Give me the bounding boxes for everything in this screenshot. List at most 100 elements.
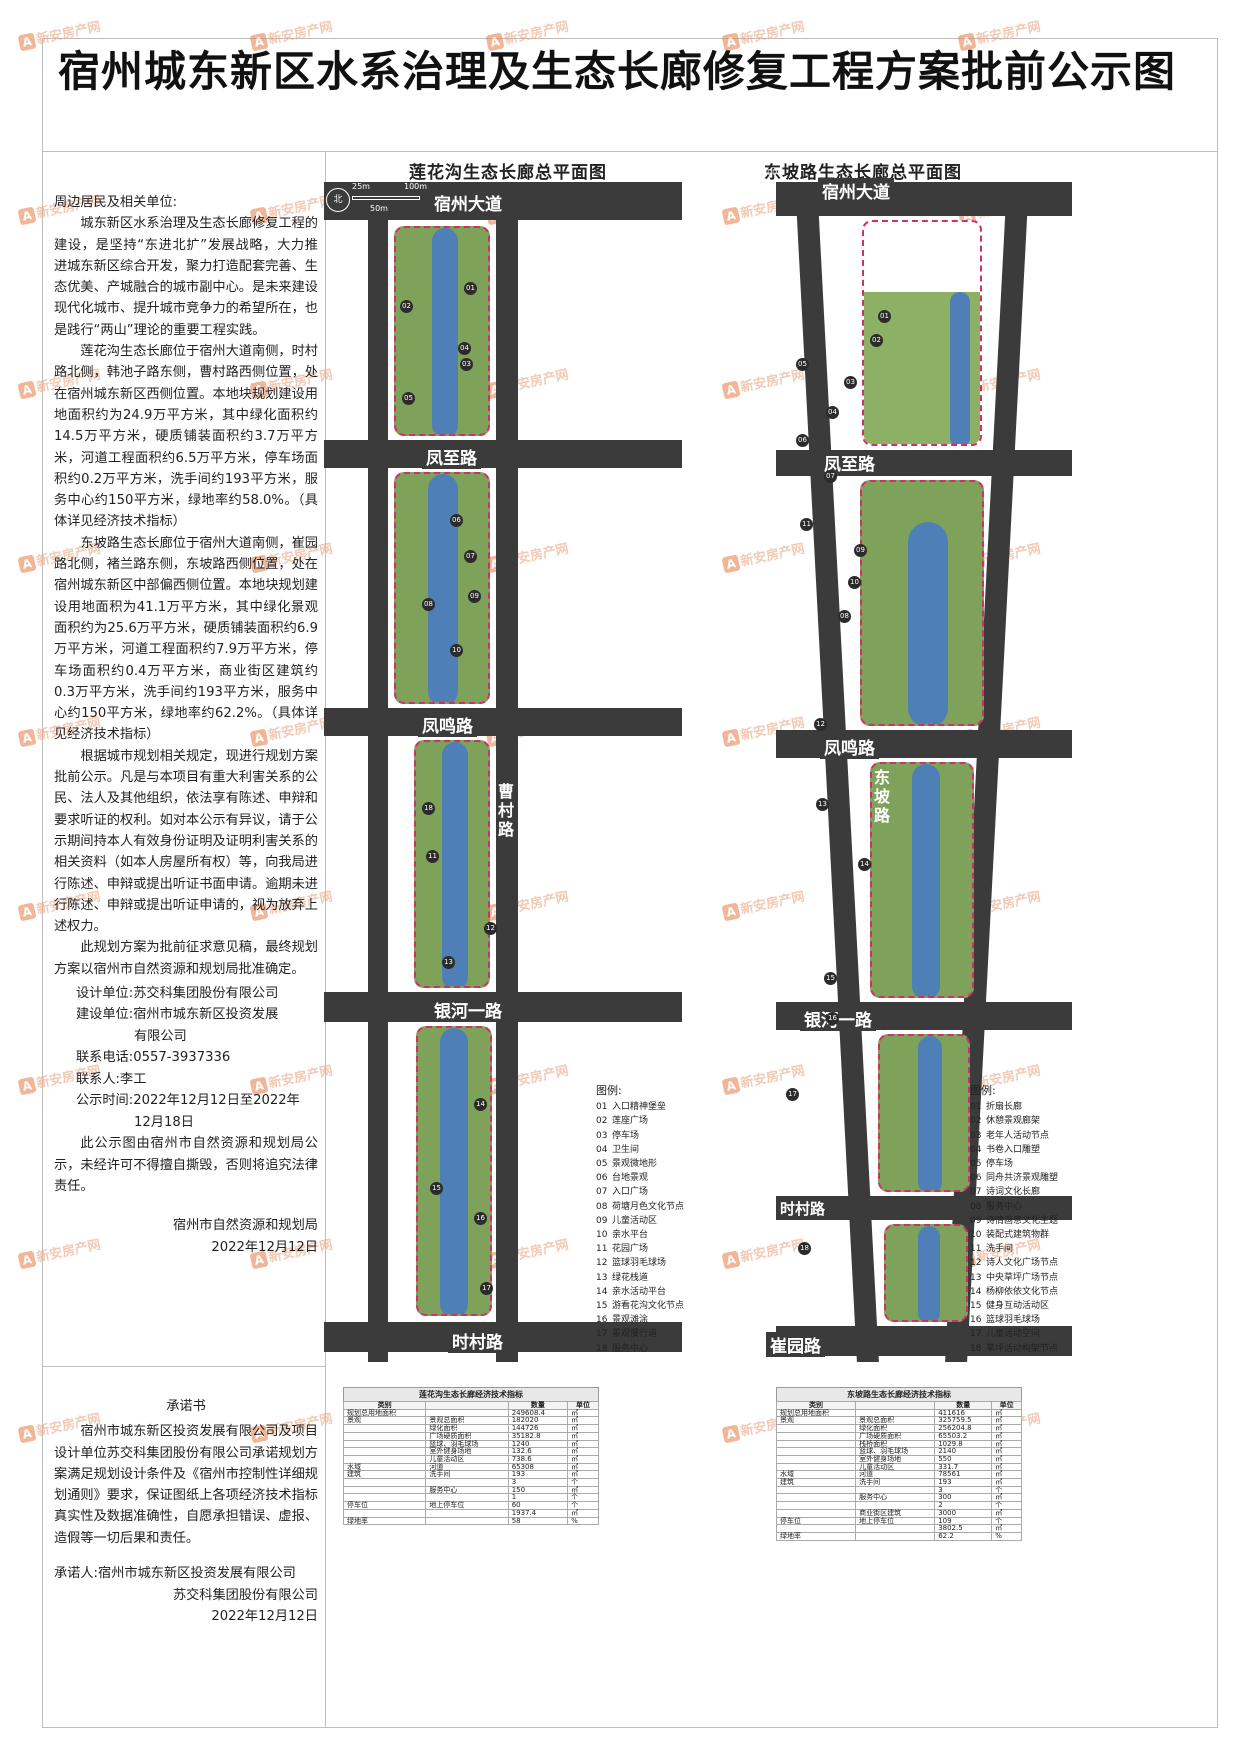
- plan1-road-label-bottom: 时村路: [448, 1328, 507, 1353]
- plan2-marker: 14: [858, 858, 871, 871]
- table-cell: [775, 1454, 857, 1464]
- scale-label: 100m: [404, 182, 428, 191]
- plan2-marker: 07: [824, 470, 837, 483]
- promise-signer-2: 苏交科集团股份有限公司: [172, 1587, 318, 1603]
- plan1-marker: 02: [400, 300, 413, 313]
- plan1-map: 宿州大道 凤至路 凤鸣路 银河一路 时村路 韩池子路 曹村路 北 25m 50m…: [324, 182, 682, 1362]
- notice-date: 2022年12月12日: [211, 1240, 318, 1256]
- plan2-marker: 03: [844, 376, 857, 389]
- plan2-marker: 17: [786, 1088, 799, 1101]
- plan1-marker: 08: [422, 598, 435, 611]
- table-header: [425, 1401, 509, 1410]
- scale-label: 50m: [736, 186, 754, 195]
- table-cell: [855, 1524, 936, 1533]
- table-cell: ㎡: [991, 1508, 1022, 1518]
- table-cell: [425, 1508, 509, 1518]
- table-cell: [775, 1424, 857, 1433]
- table-cell: 洗手间: [855, 1478, 936, 1487]
- table-cell: [775, 1501, 857, 1510]
- plan2-block-4: [878, 1034, 970, 1192]
- scale-label: 25m: [720, 168, 738, 177]
- plan2-road-label-2: 凤鸣路: [820, 734, 879, 759]
- table-cell: [342, 1447, 427, 1456]
- plan1-road-2: [324, 708, 682, 736]
- plan1-road-label-1: 凤至路: [422, 444, 481, 469]
- table-cell: 550: [934, 1454, 993, 1464]
- plan1-road-1: [324, 440, 682, 468]
- plan1-marker: 11: [426, 850, 439, 863]
- plan2-legend-title: 图例:: [970, 1084, 996, 1097]
- table-cell: [342, 1478, 427, 1487]
- plan1-marker: 06: [450, 514, 463, 527]
- plan2-block-2: [860, 480, 984, 726]
- table-cell: [342, 1485, 427, 1495]
- plan1-road-right: [496, 182, 518, 1362]
- table-cell: [342, 1439, 427, 1449]
- table-cell: [775, 1485, 857, 1495]
- table-cell: [775, 1493, 857, 1503]
- plan2-marker: 16: [826, 1012, 839, 1025]
- table-cell: 58: [507, 1516, 569, 1526]
- divider: [42, 1366, 326, 1367]
- promise-signer-1: 宿州市城东新区投资发展有限公司: [98, 1566, 296, 1582]
- promise-signature: 承诺人:宿州市城东新区投资发展有限公司 苏交科集团股份有限公司 2022年12月…: [54, 1563, 318, 1628]
- table-header: 单位: [991, 1401, 1022, 1410]
- table-cell: [775, 1447, 857, 1456]
- plan2-marker: 10: [848, 576, 861, 589]
- table-cell: 绿地率: [775, 1531, 857, 1541]
- plan1-marker: 03: [460, 358, 473, 371]
- table-cell: 3000: [934, 1508, 993, 1518]
- plan1-road-label-3: 银河一路: [430, 997, 506, 1022]
- table-cell: [342, 1431, 427, 1441]
- table-cell: ㎡: [567, 1508, 599, 1518]
- plan2-road-bottom: [776, 1326, 1072, 1356]
- plan1-title: 莲花沟生态长廊总平面图: [409, 163, 607, 183]
- table-cell: 儿童活动区: [425, 1454, 509, 1464]
- plan2-title: 东坡路生态长廊总平面图: [764, 163, 962, 183]
- table-cell: 广场硬质面积: [425, 1431, 509, 1441]
- poster-frame: [42, 38, 1218, 1728]
- table-cell: ㎡: [567, 1454, 599, 1464]
- table-cell: 景观: [775, 1416, 857, 1426]
- build-unit-cont: 有限公司: [134, 1028, 187, 1044]
- plan2-marker: 18: [798, 1242, 811, 1255]
- table-cell: 地上停车位: [425, 1501, 509, 1510]
- plan1-marker: 18: [422, 802, 435, 815]
- plan1-marker: 01: [464, 282, 477, 295]
- notice-paragraph: 莲花沟生态长廊位于宿州大道南侧，时村路北侧，韩池子路东侧，曹村路西侧位置，处在宿…: [54, 344, 318, 530]
- table-cell: %: [991, 1531, 1022, 1541]
- plan2-block-3: [870, 762, 974, 998]
- notice-warning: 此公示图由宿州市自然资源和规划局公示，未经许可不得擅自撕毁，否则将追究法律责任。: [54, 1136, 318, 1195]
- notice-signer: 宿州市自然资源和规划局: [172, 1218, 318, 1234]
- table-cell: 绿地率: [342, 1516, 427, 1526]
- plan2-road-label-bottom: 崔园路: [766, 1332, 825, 1357]
- table-cell: 景观: [342, 1416, 427, 1426]
- plan2-marker: 04: [826, 406, 839, 419]
- plan1-marker: 04: [458, 342, 471, 355]
- plan1-road-label-left: 韩池子路: [396, 764, 413, 840]
- notice-paragraph: 城东新区水系治理及生态长廊修复工程的建设，是坚持“东进北扩”发展战略，大力推进城…: [54, 216, 318, 338]
